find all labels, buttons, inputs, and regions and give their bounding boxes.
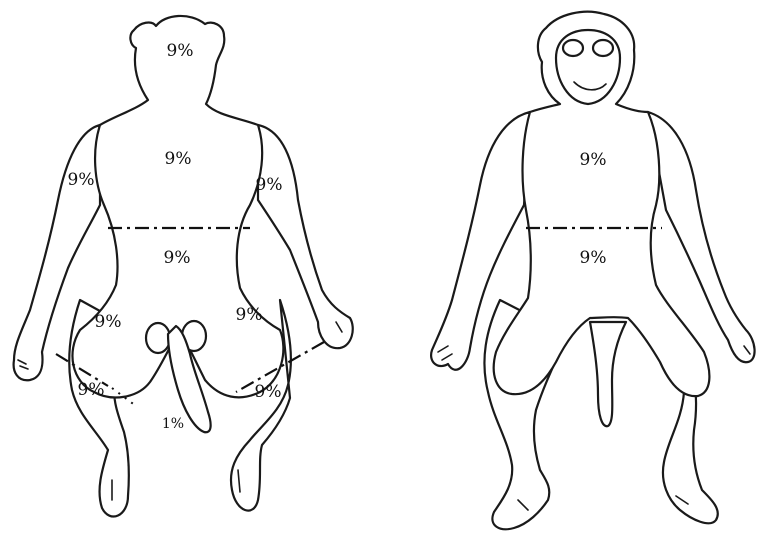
dorsal-foot-lines	[112, 470, 240, 500]
ventral-left-eye	[563, 40, 583, 56]
dorsal-right-thigh-label: 9%	[236, 305, 263, 325]
dorsal-perineum-label: 1%	[162, 416, 184, 432]
dorsal-scrotum-left	[146, 323, 170, 353]
dorsal-left-thigh-label: 9%	[95, 312, 122, 332]
dorsal-left-arm-label: 9%	[68, 170, 95, 190]
dorsal-lower-back-label: 9%	[164, 248, 191, 268]
dorsal-right-arm-label: 9%	[256, 175, 283, 195]
dorsal-upper-back-label: 9%	[165, 149, 192, 169]
dorsal-right-leg-label: 9%	[255, 382, 282, 402]
ventral-right-eye	[593, 40, 613, 56]
ventral-figure	[431, 12, 754, 530]
ventral-chest-label: 9%	[580, 150, 607, 170]
ventral-abdomen-label: 9%	[580, 248, 607, 268]
dorsal-head-label: 9%	[167, 41, 194, 61]
dorsal-right-arm	[258, 125, 353, 348]
ventral-tail	[590, 322, 626, 426]
dorsal-left-leg-label: 9%	[78, 380, 105, 400]
